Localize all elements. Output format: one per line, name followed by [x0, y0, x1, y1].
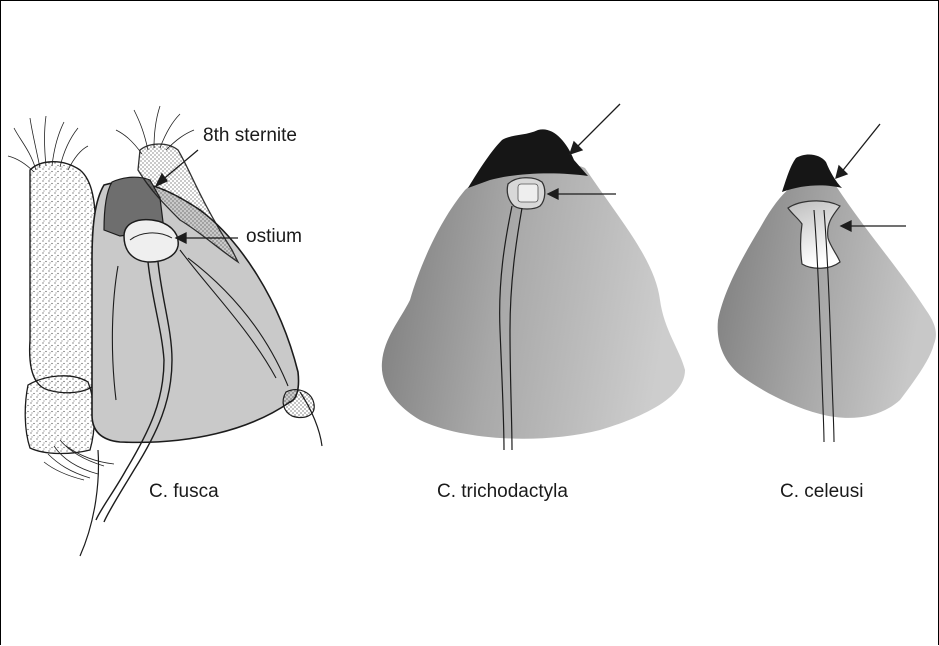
celeusi-drawing — [718, 155, 936, 442]
trichodactyla-drawing — [382, 129, 685, 450]
fusca-lower-right — [283, 390, 314, 418]
caption-trichodactyla: C. trichodactyla — [437, 482, 568, 501]
fusca-lower-sclerite — [25, 376, 94, 454]
annotation-ostium: ostium — [246, 227, 302, 246]
annotation-8th-sternite: 8th sternite — [203, 126, 297, 145]
caption-fusca: C. fusca — [149, 482, 219, 501]
caption-celeusi: C. celeusi — [780, 482, 863, 501]
fusca-left-lobe — [30, 162, 98, 393]
